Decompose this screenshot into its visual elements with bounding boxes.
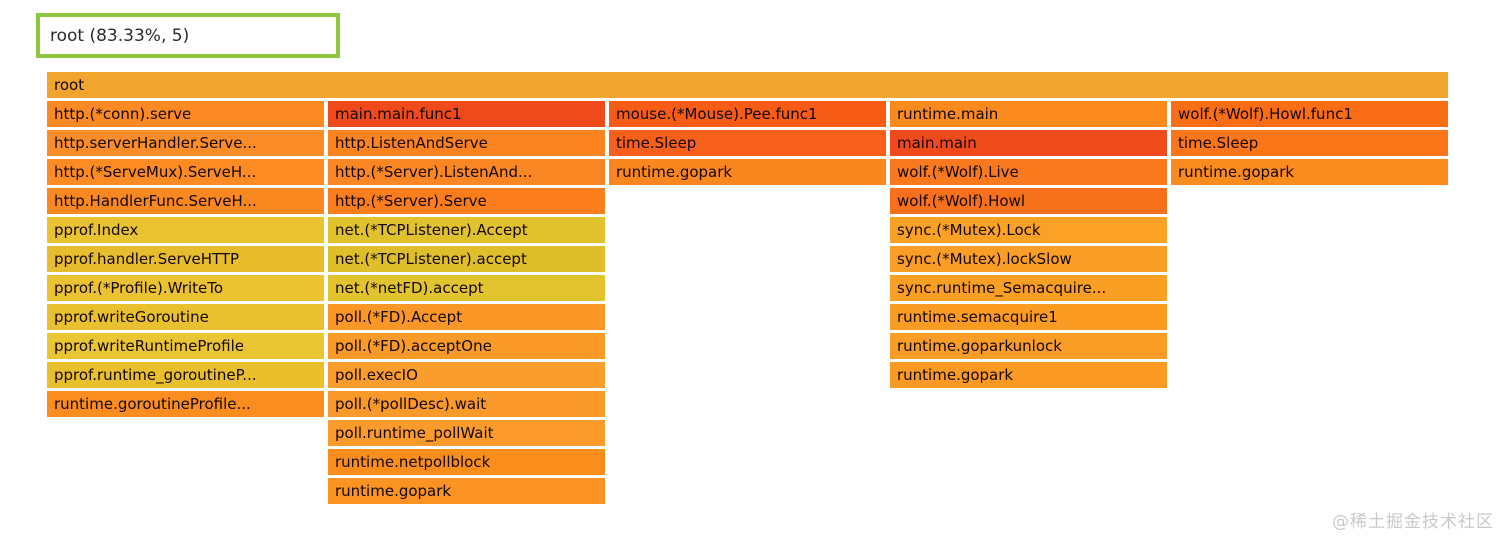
flame-frame[interactable]: sync.(*Mutex).lockSlow — [890, 246, 1167, 272]
flame-frame[interactable]: time.Sleep — [1171, 130, 1448, 156]
flame-frame[interactable]: http.(*conn).serve — [47, 101, 324, 127]
flame-frame[interactable]: pprof.writeGoroutine — [47, 304, 324, 330]
flame-frame[interactable]: net.(*TCPListener).Accept — [328, 217, 605, 243]
flame-column-3: mouse.(*Mouse).Pee.func1 time.Sleep runtim… — [609, 101, 886, 507]
flame-columns: http.(*conn).serve http.serverHandler.Ser… — [47, 101, 1448, 507]
flame-frame[interactable]: poll.(*FD).Accept — [328, 304, 605, 330]
flame-frame[interactable]: wolf.(*Wolf).Howl.func1 — [1171, 101, 1448, 127]
flame-frame[interactable]: time.Sleep — [609, 130, 886, 156]
flame-frame[interactable]: pprof.runtime_goroutineP... — [47, 362, 324, 388]
flame-column-5: wolf.(*Wolf).Howl.func1 time.Sleep runtime… — [1171, 101, 1448, 507]
flame-frame[interactable]: runtime.semacquire1 — [890, 304, 1167, 330]
flame-frame[interactable]: mouse.(*Mouse).Pee.func1 — [609, 101, 886, 127]
flame-frame[interactable]: http.serverHandler.Serve... — [47, 130, 324, 156]
flame-frame[interactable]: http.HandlerFunc.ServeH... — [47, 188, 324, 214]
flame-frame[interactable]: pprof.handler.ServeHTTP — [47, 246, 324, 272]
flame-frame[interactable]: runtime.netpollblock — [328, 449, 605, 475]
flame-frame[interactable]: main.main — [890, 130, 1167, 156]
watermark: @稀土掘金技术社区 — [1332, 512, 1494, 532]
flame-frame[interactable]: poll.execIO — [328, 362, 605, 388]
frame-tooltip: root (83.33%, 5) — [36, 13, 340, 58]
flame-frame[interactable]: http.(*Server).ListenAnd... — [328, 159, 605, 185]
flame-column-1: http.(*conn).serve http.serverHandler.Ser… — [47, 101, 324, 507]
flame-frame[interactable]: runtime.gopark — [609, 159, 886, 185]
flame-frame[interactable]: pprof.Index — [47, 217, 324, 243]
flame-frame[interactable]: runtime.goparkunlock — [890, 333, 1167, 359]
flame-frame[interactable]: net.(*TCPListener).accept — [328, 246, 605, 272]
flame-column-2: main.main.func1 http.ListenAndServe http.(… — [328, 101, 605, 507]
flame-frame[interactable]: pprof.writeRuntimeProfile — [47, 333, 324, 359]
flame-frame[interactable]: runtime.gopark — [890, 362, 1167, 388]
flame-frame[interactable]: runtime.main — [890, 101, 1167, 127]
flame-frame-root[interactable]: root — [47, 72, 1448, 98]
flame-frame[interactable]: poll.runtime_pollWait — [328, 420, 605, 446]
flame-frame[interactable]: runtime.goroutineProfile... — [47, 391, 324, 417]
flame-frame[interactable]: sync.(*Mutex).Lock — [890, 217, 1167, 243]
flame-frame[interactable]: http.ListenAndServe — [328, 130, 605, 156]
flame-frame[interactable]: http.(*Server).Serve — [328, 188, 605, 214]
flame-frame[interactable]: runtime.gopark — [1171, 159, 1448, 185]
flame-column-4: runtime.main main.main wolf.(*Wolf).Live wo… — [890, 101, 1167, 507]
flame-frame[interactable]: pprof.(*Profile).WriteTo — [47, 275, 324, 301]
flame-frame[interactable]: wolf.(*Wolf).Howl — [890, 188, 1167, 214]
flame-frame[interactable]: runtime.gopark — [328, 478, 605, 504]
flame-frame[interactable]: http.(*ServeMux).ServeH... — [47, 159, 324, 185]
flame-frame[interactable]: poll.(*FD).acceptOne — [328, 333, 605, 359]
flame-frame[interactable]: main.main.func1 — [328, 101, 605, 127]
frame-tooltip-label: root (83.33%, 5) — [50, 25, 190, 46]
flame-frame[interactable]: wolf.(*Wolf).Live — [890, 159, 1167, 185]
flame-frame[interactable]: sync.runtime_Semacquire... — [890, 275, 1167, 301]
flame-frame[interactable]: poll.(*pollDesc).wait — [328, 391, 605, 417]
flamegraph: root http.(*conn).serve http.serverHandle… — [47, 72, 1448, 507]
flame-frame[interactable]: net.(*netFD).accept — [328, 275, 605, 301]
